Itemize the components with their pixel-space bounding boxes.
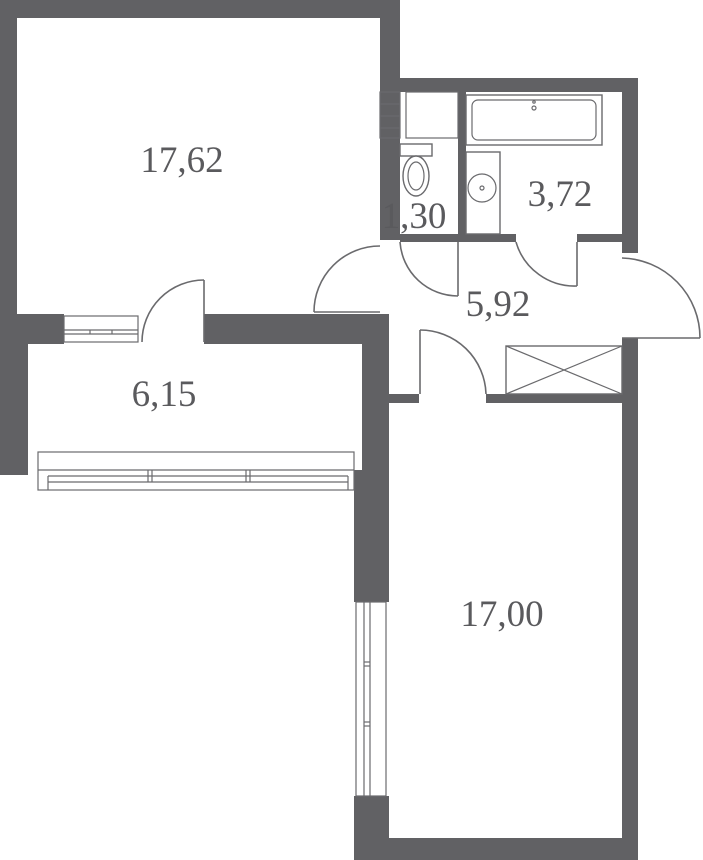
toilet: [399, 143, 433, 197]
wall-kitchen-right: [622, 394, 638, 860]
washbasin: [465, 151, 501, 235]
wall-kitchen-top-left: [389, 394, 419, 403]
wall-bath-bottom: [577, 234, 638, 242]
wall-living-bottom-left: [0, 314, 64, 344]
door-wc: [399, 241, 459, 297]
window-living: [63, 315, 139, 343]
door-bath: [515, 241, 578, 287]
door-entrance: [621, 257, 701, 339]
area-label-hall: 5,92: [466, 284, 531, 325]
wall-wc-right: [458, 92, 466, 240]
wall-wc-bottom: [400, 234, 516, 242]
wall-living-left: [0, 0, 17, 320]
area-label-wc: 1,30: [382, 196, 447, 237]
wall-kitchen-top-right: [486, 394, 638, 403]
wall-balcony-left: [0, 340, 28, 475]
windows: [37, 315, 387, 797]
wall-living-top: [0, 0, 400, 18]
door-living: [313, 245, 381, 313]
window-kitchen: [355, 601, 387, 797]
doors: [141, 241, 701, 395]
door-kitchen: [419, 329, 487, 395]
area-label-kitchen: 17,00: [460, 594, 543, 635]
area-labels: 17,62 1,30 3,72 5,92 6,15 17,00: [132, 140, 593, 635]
area-label-bath: 3,72: [528, 174, 593, 215]
wall-kitchen-left-inner: [370, 340, 389, 602]
fixtures: [379, 91, 623, 395]
walls: [0, 0, 638, 860]
door-balcony: [141, 279, 205, 343]
wall-living-right: [380, 0, 400, 240]
hall-cabinet: [505, 345, 623, 395]
area-label-balcony: 6,15: [132, 374, 197, 415]
wall-hall-right: [622, 338, 638, 408]
wall-wet-top: [380, 78, 638, 92]
wall-living-bottom-right: [204, 314, 389, 344]
wc-storage: [379, 91, 459, 139]
wall-wet-right: [622, 78, 638, 253]
bathtub: [465, 94, 603, 146]
area-label-living: 17,62: [140, 140, 223, 181]
wall-kitchen-bottom: [354, 838, 638, 860]
window-balcony: [37, 451, 355, 491]
